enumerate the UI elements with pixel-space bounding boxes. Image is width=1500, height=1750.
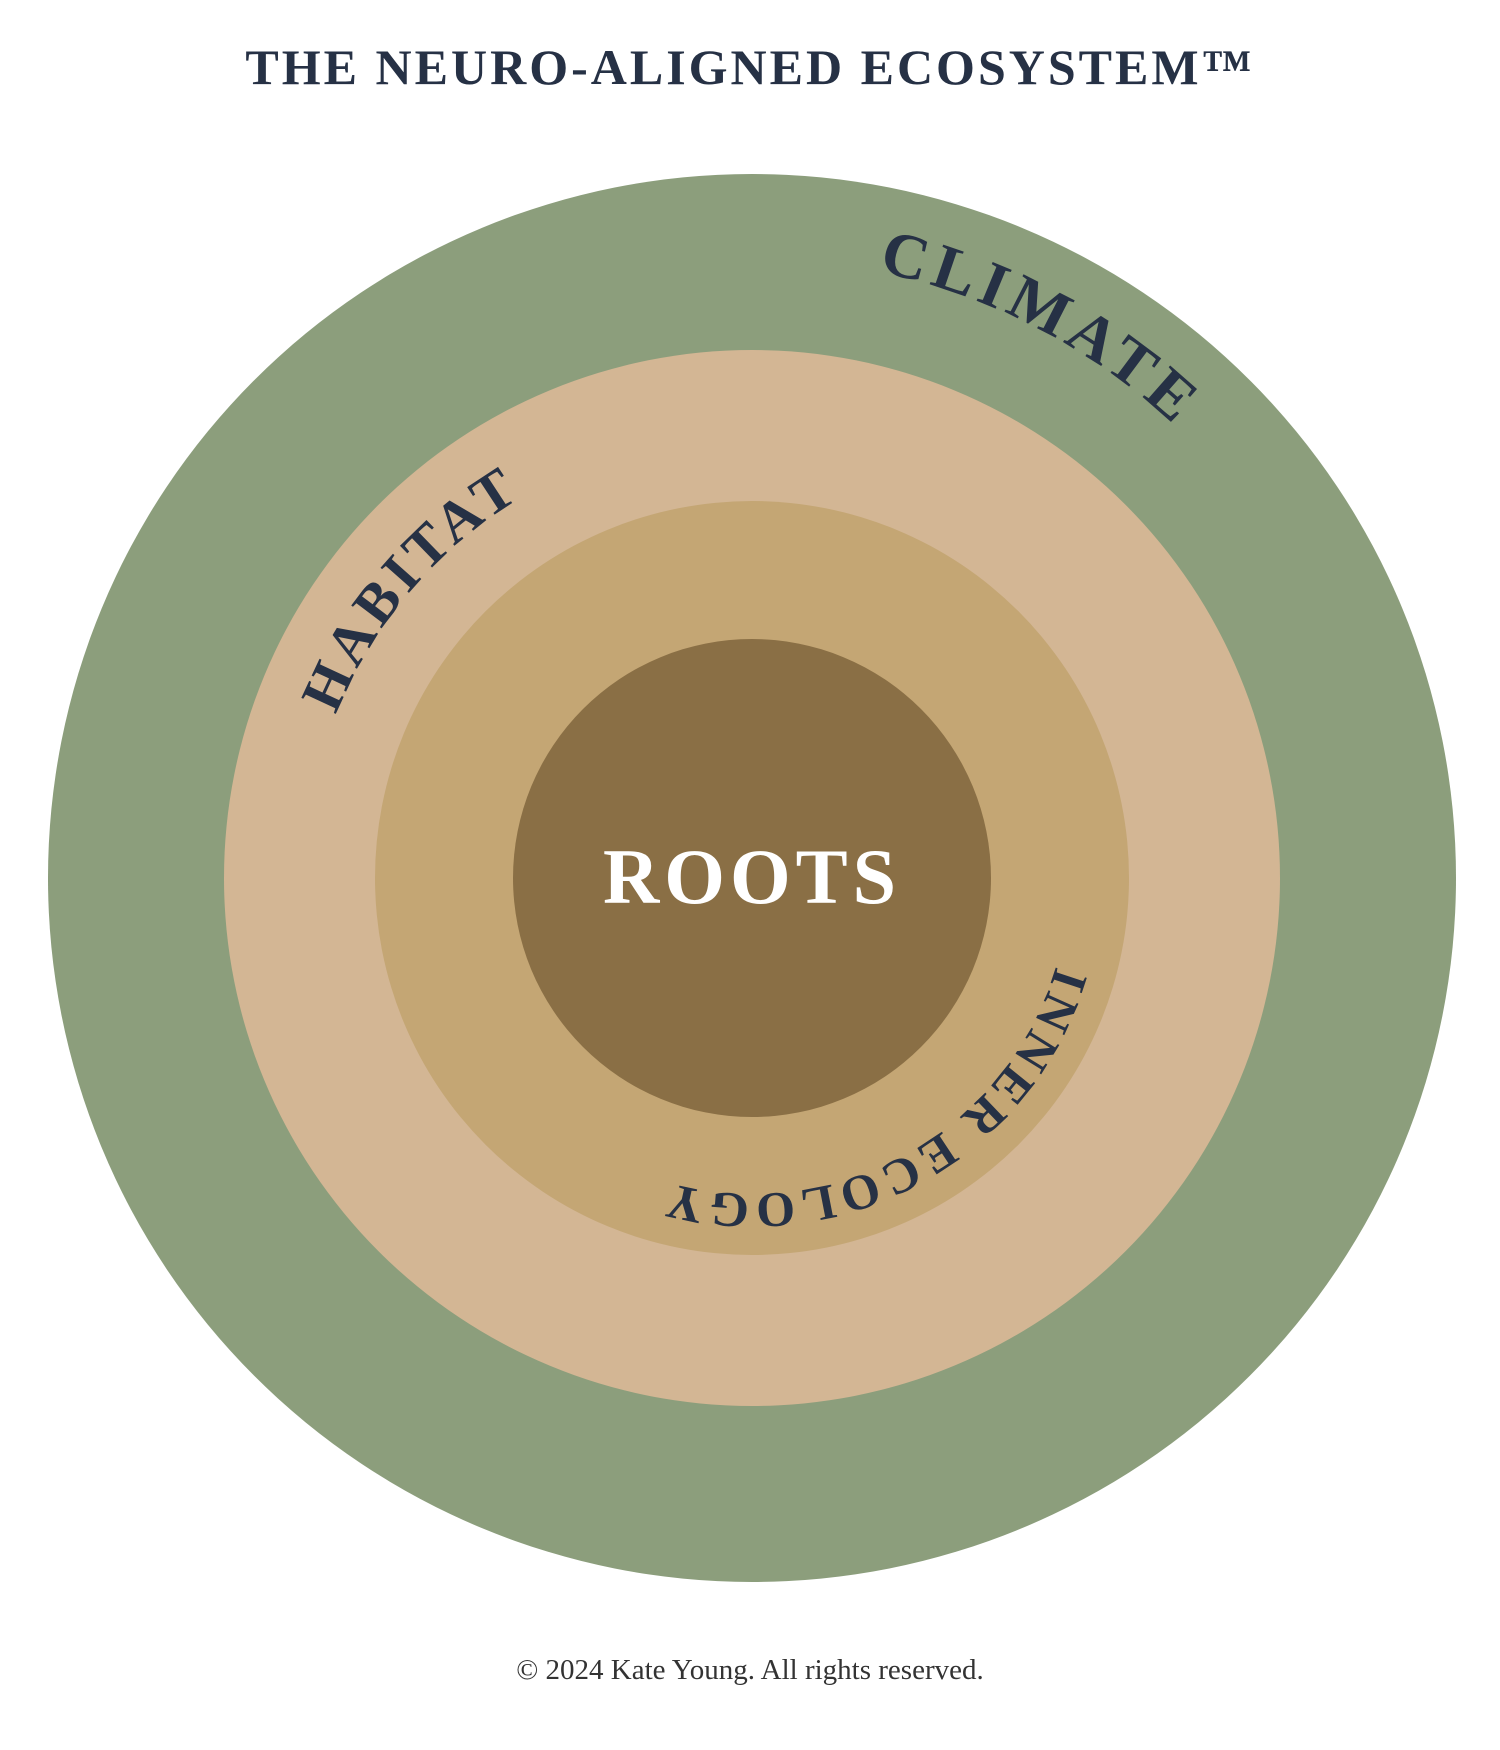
roots-label: ROOTS: [603, 833, 901, 920]
roots-core: [513, 639, 991, 1117]
copyright-footer: © 2024 Kate Young. All rights reserved.: [516, 1654, 984, 1686]
diagram-title: THE NEURO-ALIGNED ECOSYSTEM™: [245, 39, 1255, 95]
